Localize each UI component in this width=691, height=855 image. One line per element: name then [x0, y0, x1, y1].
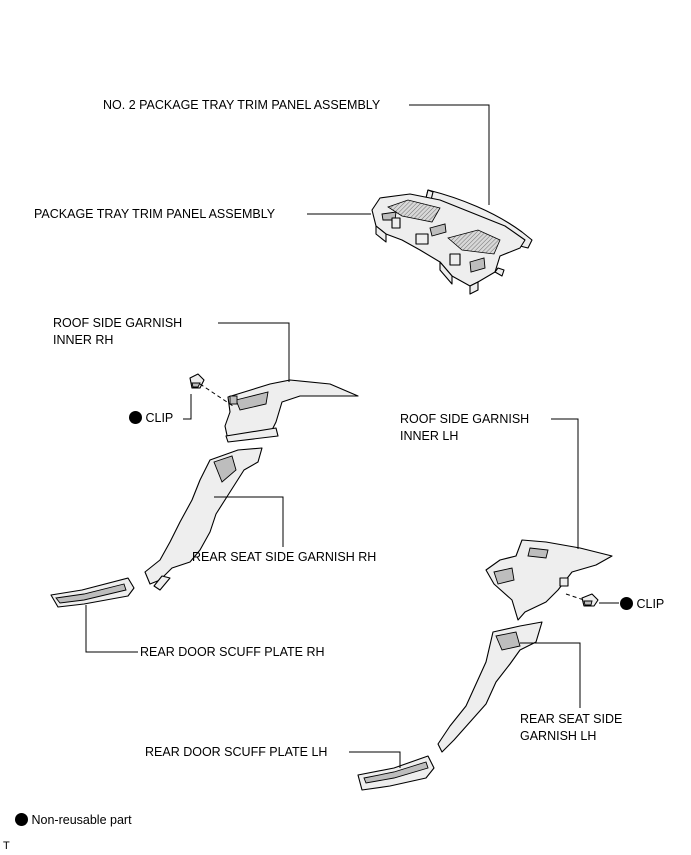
rear-seat-lh-leader — [520, 642, 581, 708]
rear-seat-rh-leader — [214, 496, 284, 547]
label-roof-side-garnish-lh: ROOF SIDE GARNISH INNER LH — [400, 411, 529, 445]
label-rear-seat-lh: REAR SEAT SIDE GARNISH LH — [520, 711, 622, 745]
label-roof-lh-line1: ROOF SIDE GARNISH — [400, 412, 530, 426]
label-scuff-rh: REAR DOOR SCUFF PLATE RH — [140, 645, 325, 659]
non-reusable-legend-icon — [15, 813, 28, 826]
label-no2-package-tray: NO. 2 PACKAGE TRAY TRIM PANEL ASSEMBLY — [103, 98, 381, 112]
clip-lh-dashed-line — [565, 593, 585, 601]
clip-rh-part — [189, 373, 205, 389]
no2-package-tray-leader — [409, 104, 490, 205]
scuff-rh-leader — [85, 605, 138, 653]
rear-seat-side-garnish-rh — [144, 447, 263, 591]
roof-rh-leader — [218, 322, 290, 382]
roof-lh-leader — [551, 418, 579, 549]
label-rear-seat-lh-line2: GARNISH LH — [520, 729, 597, 743]
scuff-lh-leader — [349, 751, 401, 768]
label-rear-seat-lh-line1: REAR SEAT SIDE — [520, 712, 623, 726]
clip-lh-part — [581, 593, 599, 607]
label-clip-rh-text: CLIP — [145, 411, 174, 425]
footer-mark: T — [3, 840, 10, 852]
label-clip-lh: CLIP — [620, 596, 664, 613]
label-roof-lh-line2: INNER LH — [400, 429, 459, 443]
label-rear-seat-rh: REAR SEAT SIDE GARNISH RH — [192, 550, 377, 564]
label-clip-rh: CLIP — [129, 410, 173, 427]
legend-text: Non-reusable part — [31, 813, 132, 827]
label-roof-side-garnish-rh: ROOF SIDE GARNISH INNER RH — [53, 315, 182, 349]
label-package-tray: PACKAGE TRAY TRIM PANEL ASSEMBLY — [34, 207, 276, 221]
clip-rh-leader — [183, 394, 192, 420]
rear-seat-side-garnish-lh — [437, 621, 543, 753]
roof-side-garnish-inner-lh — [485, 539, 613, 621]
rear-door-scuff-plate-rh — [50, 577, 135, 608]
non-reusable-dot-icon — [620, 597, 633, 610]
label-clip-lh-text: CLIP — [636, 597, 665, 611]
rear-door-scuff-plate-lh — [357, 755, 435, 791]
label-roof-rh-line2: INNER RH — [53, 333, 114, 347]
non-reusable-dot-icon — [129, 411, 142, 424]
clip-rh-dashed-line — [199, 383, 234, 407]
legend: Non-reusable part — [15, 812, 132, 829]
roof-side-garnish-inner-rh — [224, 379, 359, 443]
label-roof-rh-line1: ROOF SIDE GARNISH — [53, 316, 183, 330]
label-scuff-lh: REAR DOOR SCUFF PLATE LH — [145, 745, 328, 759]
package-tray-trim-panel — [371, 193, 526, 295]
